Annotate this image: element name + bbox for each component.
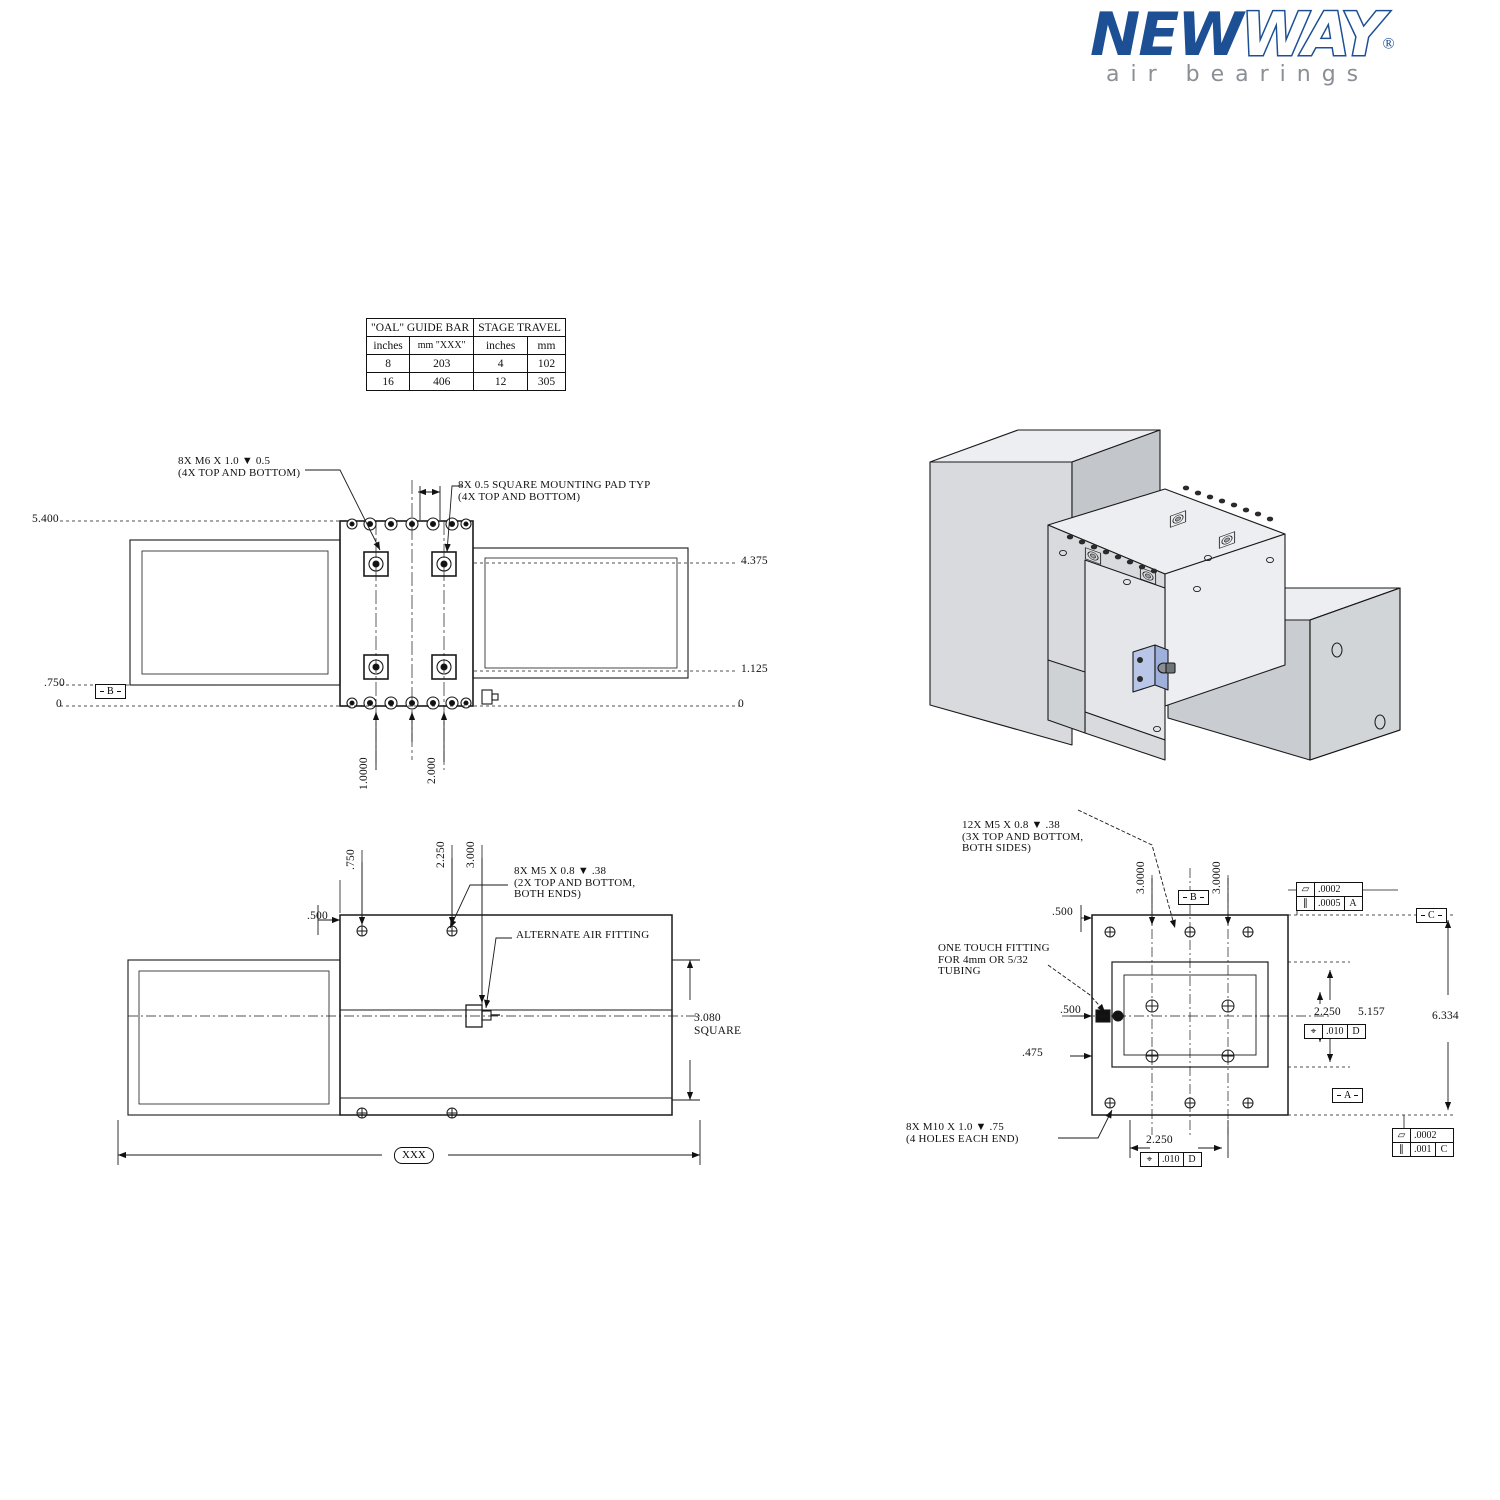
dim-front-left-2: 0 (56, 698, 62, 710)
parallelism-symbol-icon: ∥ (1393, 1143, 1411, 1156)
dim-top-left: .500 (307, 910, 328, 922)
fcf-tol-1: .0005 (1315, 897, 1345, 910)
dim-end-left-2: .475 (1022, 1047, 1043, 1059)
note-end-one-touch: ONE TOUCH FITTING FOR 4mm OR 5/32 TUBING (938, 942, 1050, 977)
fcf-tol-3: .001 (1411, 1143, 1436, 1156)
logo-tagline: air bearings (1106, 62, 1370, 87)
note-end-m10: 8X M10 X 1.0 ▼ .75 (4 HOLES EACH END) (906, 1121, 1019, 1145)
table-header-oal: "OAL" GUIDE BAR (365, 318, 475, 337)
fcf-datum-3: C (1440, 1143, 1448, 1155)
datum-b-front: B (95, 684, 126, 699)
dim-front-left-0: 5.400 (32, 513, 59, 525)
dim-front-left-1: .750 (44, 677, 65, 689)
fcf-datum-1: A (1349, 897, 1357, 909)
top-view-geometry (117, 845, 701, 1165)
dim-top-right-square: 3.080 SQUARE (694, 1012, 742, 1037)
datum-a-end: A (1332, 1088, 1364, 1103)
newway-logo: NEWWAY® air bearings (1090, 4, 1490, 100)
note-end-m5: 12X M5 X 0.8 ▼ .38 (3X TOP AND BOTTOM, B… (962, 819, 1084, 854)
note-front-m6: 8X M6 X 1.0 ▼ 0.5 (4X TOP AND BOTTOM) (178, 455, 301, 479)
dim-top-vert-2: 3.000 (465, 841, 477, 868)
fcf-tol-0: .0002 (1318, 883, 1341, 895)
datum-c-end: C (1416, 908, 1447, 923)
fcf-position-right: ⌖ .010 D (1304, 1024, 1366, 1039)
end-view-geometry (1047, 809, 1455, 1158)
fcf-datum-4: D (1352, 1025, 1360, 1037)
flatness-symbol-icon: ▱ (1297, 883, 1315, 896)
fcf-parallelism-bottom: ∥ .001 C (1392, 1142, 1454, 1157)
table-row: 16 406 12 305 (365, 372, 566, 391)
isometric-view (929, 429, 1401, 761)
dim-end-left-0: .500 (1052, 906, 1073, 918)
position-symbol-icon: ⌖ (1141, 1153, 1159, 1166)
fcf-stack-bottom: ▱ .0002 ∥ .001 C (1392, 1128, 1454, 1157)
note-top-m5: 8X M5 X 0.8 ▼ .38 (2X TOP AND BOTTOM, BO… (514, 865, 636, 900)
cell-r1c3: 305 (527, 372, 566, 391)
dim-front-right-1: 1.125 (741, 663, 768, 675)
fcf-tol-5: .010 (1159, 1153, 1184, 1166)
fcf-datum-5: D (1188, 1153, 1196, 1165)
subheader-oal-inches: inches (365, 336, 411, 355)
dim-front-bottom-1: 2.000 (426, 757, 438, 784)
dim-end-right-0: 2.250 (1314, 1006, 1341, 1018)
dim-top-vert-1: 2.250 (435, 841, 447, 868)
table-row: 8 203 4 102 (365, 354, 566, 373)
dim-end-right-1: 5.157 (1358, 1006, 1385, 1018)
registered-trademark-icon: ® (1382, 35, 1395, 53)
cell-r0c1: 203 (409, 354, 475, 373)
fcf-flatness-top: ▱ .0002 (1296, 882, 1363, 897)
dim-end-vert-0: 3.0000 (1135, 861, 1147, 894)
note-top-alt-air: ALTERNATE AIR FITTING (516, 929, 650, 941)
logo-word-way: WAY (1240, 0, 1386, 70)
dim-end-vert-1: 3.0000 (1211, 861, 1223, 894)
fcf-flatness-bottom: ▱ .0002 (1392, 1128, 1454, 1143)
dim-front-right-0: 4.375 (741, 555, 768, 567)
dim-front-bottom-0: 1.0000 (358, 757, 370, 790)
dim-end-left-1: .500 (1060, 1004, 1081, 1016)
logo-word-new: NEW (1090, 0, 1243, 70)
parallelism-symbol-icon: ∥ (1297, 897, 1315, 910)
dim-end-basic-bottom: 2.250 (1146, 1134, 1173, 1146)
table-header-row: "OAL" GUIDE BAR STAGE TRAVEL (365, 318, 566, 337)
dim-end-right-2: 6.334 (1432, 1010, 1459, 1022)
fcf-tol-4: .010 (1323, 1025, 1348, 1038)
dim-top-vert-0: .750 (345, 849, 357, 870)
flatness-symbol-icon: ▱ (1393, 1129, 1411, 1142)
cell-r1c2: 12 (473, 372, 529, 391)
fcf-tol-2: .0002 (1414, 1129, 1437, 1141)
cell-r1c0: 16 (365, 372, 411, 391)
spec-table: "OAL" GUIDE BAR STAGE TRAVEL inches mm "… (365, 318, 566, 391)
position-symbol-icon: ⌖ (1305, 1025, 1323, 1038)
cell-r1c1: 406 (409, 372, 475, 391)
dim-front-right-2: 0 (738, 698, 744, 710)
logo-wordmark: NEWWAY® (1090, 4, 1395, 67)
fcf-stack-top: ▱ .0002 ∥ .0005 A (1296, 882, 1363, 911)
fcf-parallelism-top: ∥ .0005 A (1296, 896, 1363, 911)
front-view-geometry (60, 469, 740, 770)
fcf-position-bottom: ⌖ .010 D (1140, 1152, 1202, 1167)
dim-top-overall: XXX (394, 1147, 434, 1164)
note-front-pad: 8X 0.5 SQUARE MOUNTING PAD TYP (4X TOP A… (458, 479, 651, 503)
datum-b-end: B (1178, 890, 1209, 905)
